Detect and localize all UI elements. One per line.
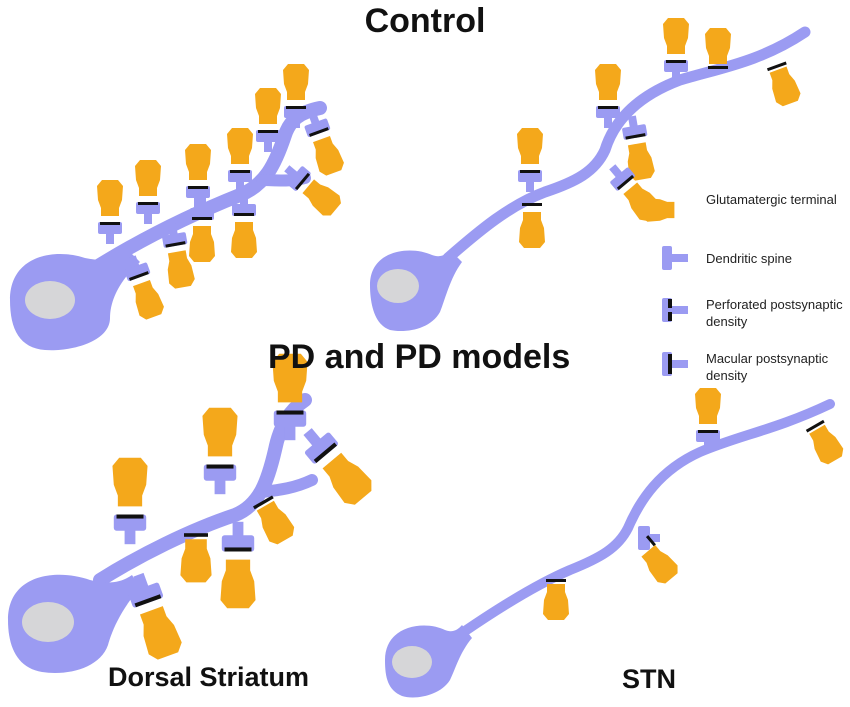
legend-macular-label: Macular postsynaptic density <box>706 351 829 383</box>
legend-glutamatergic-label: Glutamatergic terminal <box>706 192 837 207</box>
pd-striatum-neuron <box>8 353 377 673</box>
title-control: Control <box>364 2 486 40</box>
title-pd-models: PD and PD models <box>268 338 571 376</box>
label-dorsal-striatum: Dorsal Striatum <box>108 662 310 692</box>
legend-perforated-label: Perforated postsynaptic density <box>706 297 843 329</box>
control-striatum-neuron <box>10 64 347 351</box>
legend-glutamatergic-icon <box>642 198 675 222</box>
legend-spine-label: Dendritic spine <box>706 251 792 266</box>
legend-macular-icon <box>662 352 688 376</box>
label-stn: STN <box>622 664 676 694</box>
legend-perforated-icon <box>662 298 688 322</box>
legend-spine-icon <box>662 246 688 270</box>
control-stn-neuron <box>370 18 811 332</box>
pd-stn-neuron <box>385 388 847 698</box>
